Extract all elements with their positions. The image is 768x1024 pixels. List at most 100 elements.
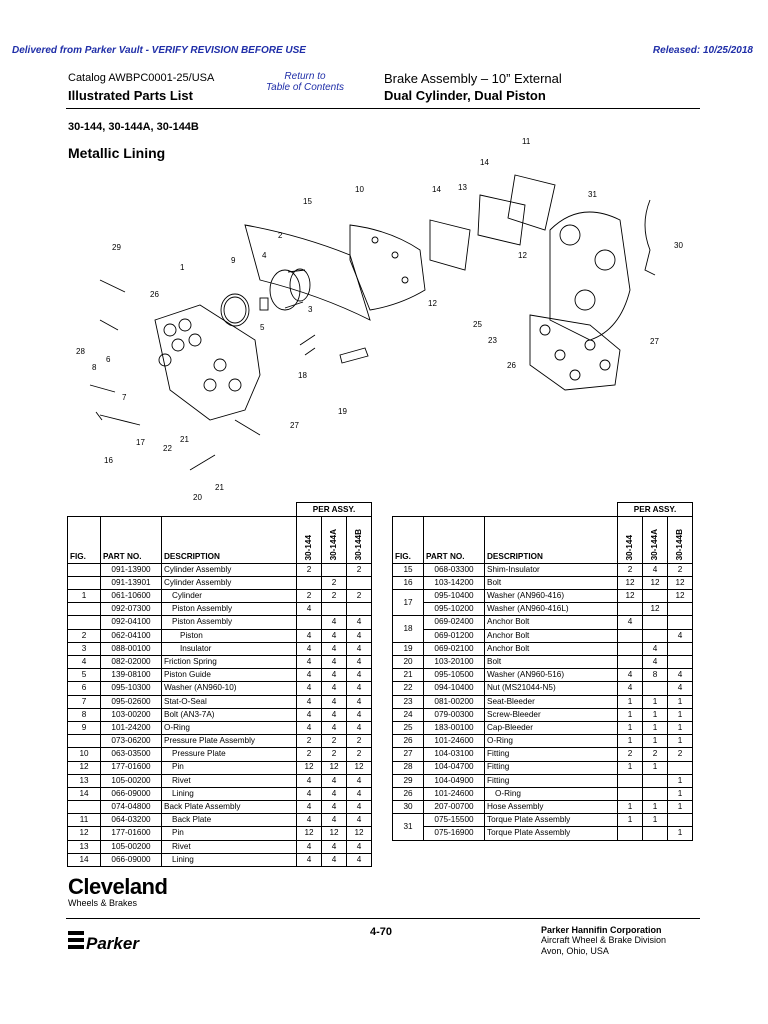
part-number-cell: 068-03300 [423, 562, 485, 577]
cleveland-logo: Cleveland [68, 874, 168, 899]
qty-cell: 4 [321, 681, 347, 696]
qty-cell: 1 [642, 707, 668, 722]
qty-cell: 4 [617, 668, 643, 683]
description-cell: Screw-Bleeder [484, 707, 618, 722]
qty-cell: 12 [642, 575, 668, 591]
cylinder-body [154, 304, 261, 421]
qty-cell: 12 [346, 760, 372, 775]
qty-cell: 4 [346, 773, 372, 788]
qty-cell [667, 602, 693, 617]
fig-cell: 6 [67, 681, 101, 696]
release-date: Released: 10/25/2018 [652, 45, 753, 56]
fig-cell: 12 [67, 760, 101, 775]
qty-cell: 4 [346, 839, 372, 854]
return-link-line2: Table of Contents [265, 82, 345, 93]
description-cell: Cylinder [161, 589, 297, 604]
callout-14: 14 [480, 158, 489, 167]
qty-cell: 4 [296, 852, 322, 868]
part-number-cell: 073-06200 [100, 734, 162, 749]
part-number-cell: 069-02100 [423, 641, 485, 657]
description-cell: Anchor Bolt [484, 615, 618, 630]
qty-cell: 4 [346, 707, 372, 722]
qty-cell: 1 [642, 694, 668, 709]
qty-cell: 4 [346, 615, 372, 630]
return-toc-link[interactable]: Return to Table of Contents [255, 71, 355, 93]
qty-cell: 1 [617, 800, 643, 815]
callout-13: 13 [458, 183, 467, 192]
qty-cell [296, 575, 322, 591]
description-cell: Cylinder Assembly [161, 575, 297, 591]
qty-cell: 4 [296, 773, 322, 788]
part-number-cell: 081-00200 [423, 694, 485, 709]
description-cell: Washer (AN960-416L) [484, 602, 618, 617]
qty-cell: 4 [346, 681, 372, 696]
qty-cell [321, 602, 347, 617]
qty-cell: 4 [617, 615, 643, 630]
description-cell: O-Ring [484, 734, 618, 749]
qty-cell [346, 602, 372, 617]
part-number-cell: 104-03100 [423, 747, 485, 762]
fig-cell: 30 [392, 800, 424, 815]
part-number-cell: 095-10500 [423, 668, 485, 683]
qty-cell: 2 [617, 562, 643, 577]
qty-cell: 1 [642, 800, 668, 815]
qty-cell: 2 [321, 747, 347, 762]
qty-cell: 2 [321, 734, 347, 749]
qty-cell: 2 [296, 562, 322, 577]
qty-cell [617, 602, 643, 617]
qty-cell: 2 [296, 589, 322, 604]
qty-cell: 4 [296, 602, 322, 617]
description-cell: Anchor Bolt [484, 641, 618, 657]
callout-15: 15 [303, 197, 312, 206]
qty-cell: 4 [617, 681, 643, 696]
qty-cell: 4 [321, 800, 347, 815]
qty-cell: 1 [642, 813, 668, 828]
part-number-cell: 104-04700 [423, 760, 485, 775]
col-30-144b: 30-144B [346, 515, 372, 564]
callout-28: 28 [76, 347, 85, 356]
qty-cell: 1 [667, 786, 693, 802]
qty-cell: 2 [617, 747, 643, 762]
fig-cell: 3 [67, 641, 101, 657]
qty-cell: 4 [321, 694, 347, 709]
qty-cell: 8 [642, 668, 668, 683]
fig-cell: 31 [392, 813, 424, 841]
qty-cell: 4 [667, 681, 693, 696]
part-number-cell: 092-07300 [100, 602, 162, 617]
description-cell: Bolt (AN3-7A) [161, 707, 297, 722]
fig-cell: 1 [67, 589, 101, 604]
callout-7: 7 [122, 393, 127, 402]
qty-cell: 4 [321, 654, 347, 670]
col-30-144a: 30-144A [321, 515, 347, 564]
part-number-cell: 105-00200 [100, 773, 162, 788]
part-number-cell: 066-09000 [100, 852, 162, 868]
section-title: Illustrated Parts List [68, 88, 193, 103]
callout-16: 16 [104, 456, 113, 465]
qty-cell: 4 [296, 800, 322, 815]
qty-cell: 4 [296, 654, 322, 670]
qty-cell: 4 [321, 773, 347, 788]
qty-cell: 1 [617, 813, 643, 828]
qty-cell: 4 [321, 615, 347, 630]
qty-cell [617, 826, 643, 841]
fig-cell: 24 [392, 707, 424, 722]
fig-cell: 25 [392, 720, 424, 736]
description-cell: Pressure Plate Assembly [161, 734, 297, 749]
fig-cell: 21 [392, 668, 424, 683]
fig-cell: 16 [392, 575, 424, 591]
fig-cell: 14 [67, 852, 101, 868]
description-cell: Fitting [484, 747, 618, 762]
